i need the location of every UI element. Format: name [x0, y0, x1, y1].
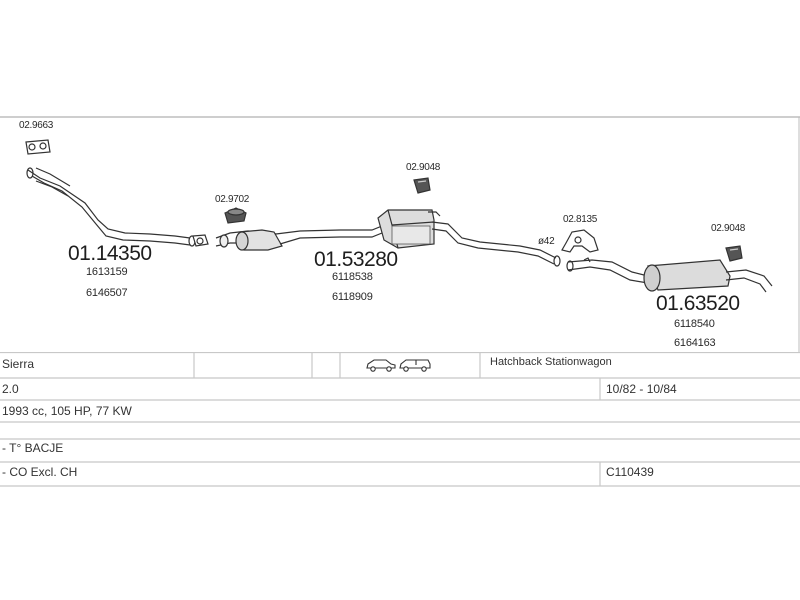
hatchback-car-icon — [366, 359, 396, 372]
vehicle-model: Sierra — [2, 357, 35, 371]
part-ref-rear-2: 6164163 — [674, 337, 716, 349]
car-body-icons — [366, 359, 431, 372]
part-ref-front-1: 1613159 — [86, 266, 128, 278]
pipe-diameter-label: ø42 — [538, 236, 555, 247]
middle-silencer — [377, 209, 441, 249]
mounting-bracket-icon — [561, 229, 599, 253]
vehicle-table-grid — [0, 352, 800, 487]
rear-pipe — [566, 257, 649, 284]
part-number-middle: 01.53280 — [314, 248, 398, 271]
pipe-joint — [192, 234, 209, 247]
engine-size: 2.0 — [2, 382, 19, 396]
part-ref-rear-1: 6118540 — [674, 318, 715, 330]
vehicle-body-types: Hatchback Stationwagon — [490, 356, 612, 368]
clamp-ring-icon — [224, 207, 247, 224]
part-number-front: 01.14350 — [68, 242, 152, 265]
note-co: - CO Excl. CH — [2, 465, 78, 479]
gasket-icon — [25, 139, 51, 155]
note-temperature: - T° BACJE — [2, 441, 64, 455]
accessory-code-clamp: 02.9702 — [215, 194, 250, 205]
accessory-code-bracket: 02.8135 — [563, 214, 598, 225]
part-ref-middle-2: 6118909 — [332, 291, 373, 303]
part-ref-middle-1: 6118538 — [332, 271, 373, 283]
part-ref-front-2: 6146507 — [86, 287, 128, 299]
engine-specs: 1993 cc, 105 HP, 77 KW — [2, 404, 132, 418]
accessory-code-hanger-mid: 02.9048 — [406, 162, 441, 173]
part-number-rear: 01.63520 — [656, 292, 740, 315]
production-years: 10/82 - 10/84 — [606, 382, 677, 396]
hanger-icon — [413, 177, 431, 194]
catalog-code: C110439 — [606, 465, 654, 479]
intermediate-pipe — [431, 221, 561, 267]
stationwagon-car-icon — [399, 359, 431, 372]
accessory-code-gasket: 02.9663 — [19, 120, 54, 131]
rear-silencer — [643, 259, 773, 293]
front-pipe — [26, 167, 196, 247]
hanger-icon — [725, 245, 743, 262]
center-pipe — [215, 225, 383, 251]
accessory-code-hanger-rear: 02.9048 — [711, 223, 746, 234]
